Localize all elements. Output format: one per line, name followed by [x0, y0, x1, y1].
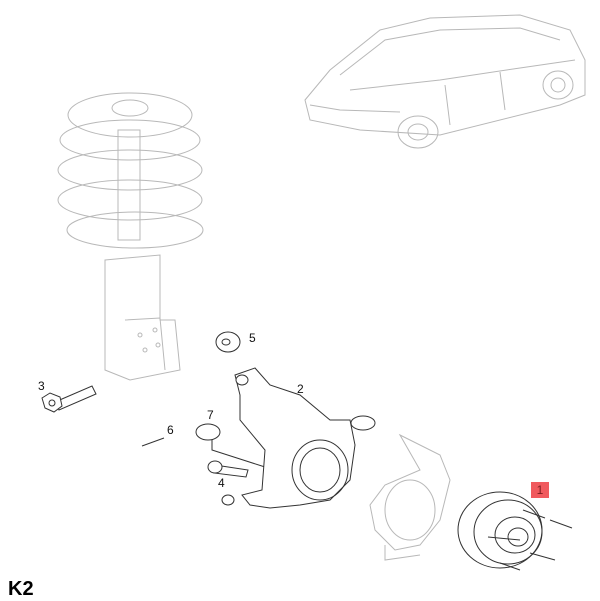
bolt-part-3 — [41, 385, 97, 413]
group-code-label: K2 — [8, 578, 34, 600]
vehicle-outline — [304, 14, 586, 149]
bolt-part-4 — [207, 460, 249, 478]
castle-nut-part-7 — [195, 423, 266, 468]
cotter-pin-part-6 — [141, 437, 165, 447]
callout-7[interactable]: 7 — [207, 408, 214, 422]
wheel-hub-part-1 — [457, 491, 573, 571]
nut-part-5 — [215, 331, 241, 353]
callout-6[interactable]: 6 — [167, 423, 174, 437]
callout-3[interactable]: 3 — [38, 379, 45, 393]
callout-4[interactable]: 4 — [218, 476, 225, 490]
dust-shield — [369, 433, 451, 561]
callout-2[interactable]: 2 — [297, 382, 304, 396]
strut-assembly — [57, 92, 204, 381]
callout-1-highlighted[interactable]: 1 — [531, 482, 549, 498]
callout-5[interactable]: 5 — [249, 331, 256, 345]
steering-knuckle-part-2 — [221, 367, 376, 509]
